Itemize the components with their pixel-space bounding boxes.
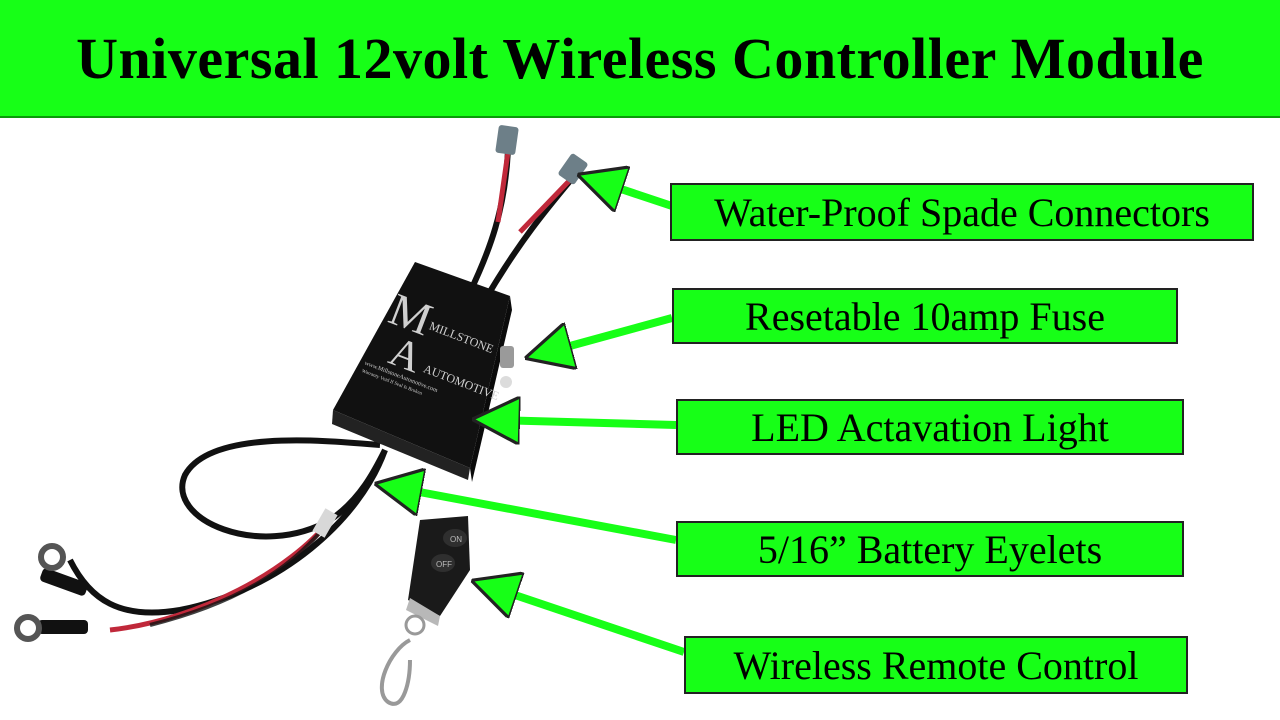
- remote-control: ON OFF: [379, 516, 470, 706]
- arrow-remote: [494, 588, 686, 656]
- callout-label: LED Actavation Light: [751, 404, 1109, 450]
- callout-arrows: [398, 182, 686, 656]
- spade-connector-2: [558, 153, 588, 185]
- arrow-fuse: [548, 314, 674, 352]
- callout-label: Wireless Remote Control: [733, 642, 1139, 688]
- callout-label: Resetable 10amp Fuse: [745, 293, 1105, 339]
- remote-off-label: OFF: [436, 560, 452, 569]
- callout-label: Water-Proof Spade Connectors: [714, 189, 1210, 235]
- remote-on-label: ON: [450, 535, 462, 544]
- led-light: [500, 376, 512, 388]
- callout-fuse: Resetable 10amp Fuse: [672, 288, 1178, 344]
- remote-on-button: [443, 529, 467, 547]
- callout-label: 5/16” Battery Eyelets: [757, 526, 1103, 572]
- arrow-eyelets: [398, 488, 677, 544]
- callout-battery-eyelets: 5/16” Battery Eyelets: [676, 521, 1184, 577]
- fuse-button: [500, 346, 514, 368]
- arrow-spade: [600, 182, 674, 206]
- callout-led-light: LED Actavation Light: [676, 399, 1184, 455]
- callout-remote-control: Wireless Remote Control: [684, 636, 1188, 694]
- page-title: Universal 12volt Wireless Controller Mod…: [76, 25, 1204, 91]
- spade-connector-wires: [467, 125, 588, 302]
- controller-module: M A MILLSTONE AUTOMOTIVE www.MillstoneAu…: [332, 262, 514, 482]
- arrow-led: [496, 420, 677, 425]
- battery-leads: [38, 437, 388, 634]
- product-illustration: M A MILLSTONE AUTOMOTIVE www.MillstoneAu…: [14, 125, 686, 706]
- remote-off-button: [431, 554, 455, 572]
- battery-eyelet-icon: [14, 543, 66, 642]
- callout-spade-connectors: Water-Proof Spade Connectors: [670, 183, 1254, 241]
- title-banner: Universal 12volt Wireless Controller Mod…: [0, 0, 1280, 118]
- spade-connector-1: [495, 125, 519, 155]
